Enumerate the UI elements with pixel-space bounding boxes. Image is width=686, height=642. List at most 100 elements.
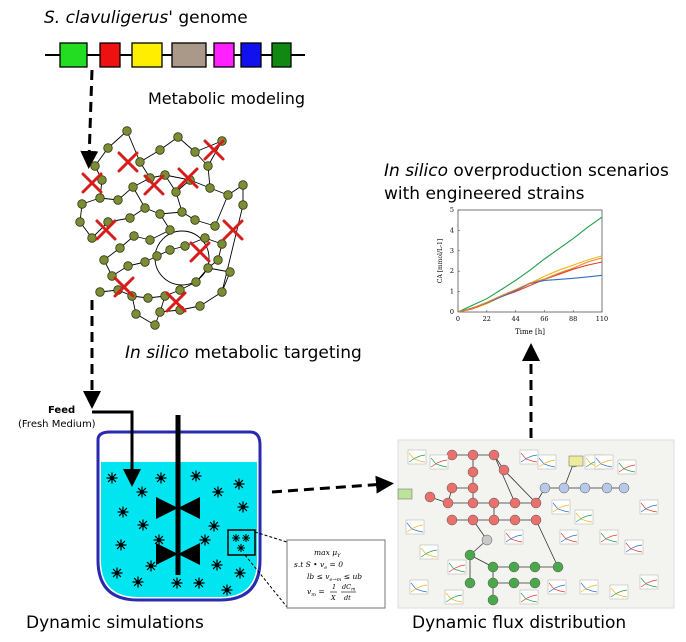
flux-subplot-line xyxy=(610,587,628,598)
flux-subplot-line xyxy=(505,534,523,543)
metabolite-node xyxy=(135,157,145,167)
metabolite-node xyxy=(205,183,215,193)
eq-dcm: dCm xyxy=(342,583,355,593)
flux-node xyxy=(508,577,520,589)
metabolite-node xyxy=(103,143,113,153)
metabolite-node xyxy=(165,225,175,235)
cell-core xyxy=(194,474,198,478)
flux-node xyxy=(488,497,500,509)
targeting-italic: In silico xyxy=(125,343,189,363)
eq-bounds: lb ≤ ve→m ≤ ub xyxy=(307,572,362,583)
flux-subplot-line xyxy=(600,532,618,543)
metabolite-node xyxy=(217,239,227,249)
overproduction-line2: with engineered strains xyxy=(384,184,585,204)
genome-title: S. clavuligerus' genome xyxy=(44,8,248,29)
knockout-mark xyxy=(177,167,199,189)
metabolite-node xyxy=(225,267,235,277)
metabolite-node xyxy=(223,190,233,200)
cell-zoomed xyxy=(232,534,240,542)
eq-objective: max μY xyxy=(314,548,341,559)
cell-core xyxy=(149,564,153,568)
flux-node xyxy=(467,514,479,526)
metabolite-node xyxy=(155,209,165,219)
microbial-cells xyxy=(106,470,250,596)
flux-subplot-line xyxy=(445,594,463,603)
chart-ytick-label: 4 xyxy=(450,226,454,234)
metabolite-node xyxy=(217,287,227,297)
chart-ytick-label: 3 xyxy=(450,247,454,255)
metabolite-node xyxy=(238,200,248,210)
metabolite-node xyxy=(152,251,162,261)
flux-node xyxy=(488,514,500,526)
flux-subplot-line xyxy=(595,457,613,468)
gene-block xyxy=(99,42,121,68)
gene-block xyxy=(271,42,292,68)
metabolite-node xyxy=(90,161,100,171)
metabolite-node xyxy=(175,285,185,295)
metabolite-node xyxy=(150,320,160,330)
chart-ylabel: CA [mmol/L-1] xyxy=(437,239,444,283)
metabolite-node xyxy=(155,145,165,155)
metabolite-node xyxy=(75,217,85,227)
flux-subplot-line xyxy=(408,452,426,463)
cell-core xyxy=(238,571,242,575)
metabolite-node xyxy=(173,132,183,142)
flux-subplot-line xyxy=(625,542,643,553)
chart-ytick-label: 5 xyxy=(450,206,454,214)
flux-subplot-line xyxy=(560,532,578,543)
flux-subplot-line xyxy=(410,582,428,593)
arrow-bioreactor-to-flux xyxy=(271,475,394,494)
cell-core xyxy=(212,524,216,528)
chart-ytick-label: 1 xyxy=(450,288,454,296)
cell-core xyxy=(141,523,145,527)
flux-node xyxy=(487,594,499,606)
overproduction-italic: In silico xyxy=(384,161,448,181)
flux-subplot-line xyxy=(448,564,466,573)
flux-node xyxy=(579,482,591,494)
flux-subplot-line xyxy=(575,514,593,523)
flux-node xyxy=(446,449,458,461)
dynamic-flux-label: Dynamic flux distribution xyxy=(412,613,627,633)
flux-node xyxy=(467,482,479,494)
targeting-rest: metabolic targeting xyxy=(188,343,362,363)
metabolite-node xyxy=(95,287,105,297)
chart-ytick-label: 2 xyxy=(450,267,454,275)
knockout-mark xyxy=(165,291,187,313)
flux-node xyxy=(446,482,458,494)
flux-subplot-line xyxy=(640,579,658,588)
chart-series-line xyxy=(457,216,603,313)
flux-node xyxy=(487,561,499,573)
metabolite-node xyxy=(195,301,205,311)
flux-subplot-line xyxy=(580,584,598,593)
flux-subplot-line xyxy=(580,582,598,593)
zoom-line-top xyxy=(254,531,291,544)
flux-node xyxy=(424,491,436,503)
overproduction-line1: overproduction scenarios xyxy=(447,161,669,181)
network-edge xyxy=(126,130,141,163)
flux-subplot-line xyxy=(640,502,658,513)
flux-subplot-line xyxy=(552,504,570,513)
impeller-lower xyxy=(156,543,200,565)
knockout-mark xyxy=(113,276,135,298)
flux-node xyxy=(508,561,520,573)
metabolic-modeling-label: Metabolic modeling xyxy=(148,89,306,108)
knockout-mark xyxy=(203,139,225,161)
metabolite-node xyxy=(238,180,248,190)
knockout-mark xyxy=(189,241,211,263)
flux-subplot-line xyxy=(406,524,424,533)
svg-text:max μY s.t S • ve = 0: max μY s.t S • ve = 0 lb ≤ ve→m ≤ ub xyxy=(294,548,362,583)
eq-x: X xyxy=(330,594,336,602)
flux-subplot-line xyxy=(548,584,566,593)
gene-block xyxy=(240,42,262,68)
chart-xlabel: Time [h] xyxy=(515,328,545,336)
flux-subplot-line xyxy=(520,454,538,463)
zoom-line-bottom xyxy=(244,554,288,608)
cell-core xyxy=(110,476,114,480)
metabolite-node xyxy=(122,126,132,136)
cell-core xyxy=(157,538,161,542)
cell-core xyxy=(121,510,125,514)
eq-dt: dt xyxy=(344,594,351,602)
flux-node xyxy=(509,497,521,509)
